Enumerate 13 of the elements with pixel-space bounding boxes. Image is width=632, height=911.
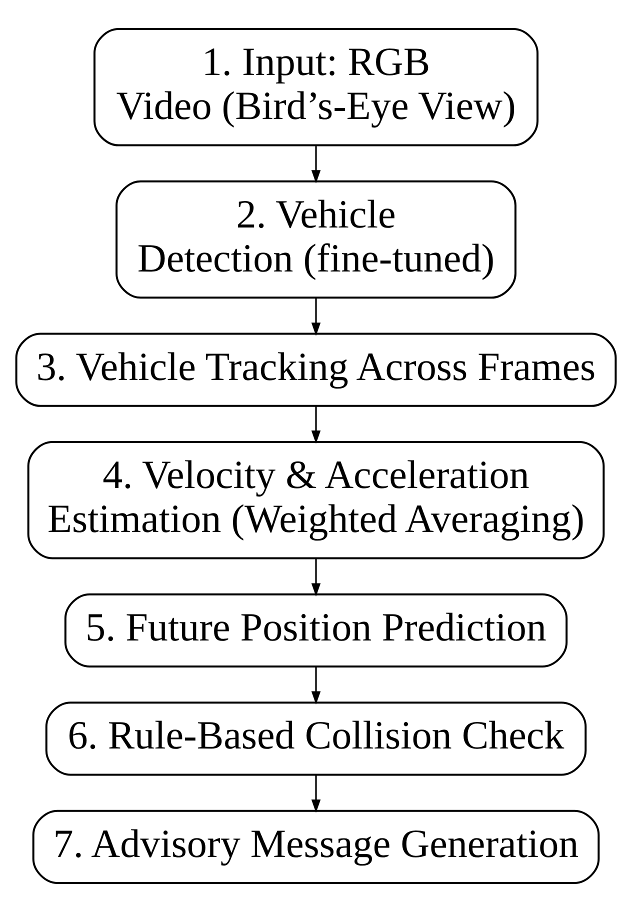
arrow bbox=[311, 406, 321, 444]
arrow bbox=[311, 298, 321, 336]
node-box: 7. Advisory Message Generation bbox=[32, 809, 600, 884]
node-box: 3. Vehicle Tracking Across Frames bbox=[15, 332, 617, 406]
node-box: 1. Input: RGB Video (Bird’s-Eye View) bbox=[93, 28, 539, 146]
node-box: 2. Vehicle Detection (fine-tuned) bbox=[116, 180, 516, 298]
node-box: 4. Velocity & Acceleration Estimation (Weighted Averaging) bbox=[27, 440, 605, 559]
arrow bbox=[311, 774, 321, 812]
arrow bbox=[311, 666, 321, 704]
node-box: 5. Future Position Prediction bbox=[64, 592, 568, 667]
arrow bbox=[311, 146, 321, 183]
arrow bbox=[311, 558, 321, 596]
node-box: 6. Rule-Based Collision Check bbox=[45, 701, 587, 776]
